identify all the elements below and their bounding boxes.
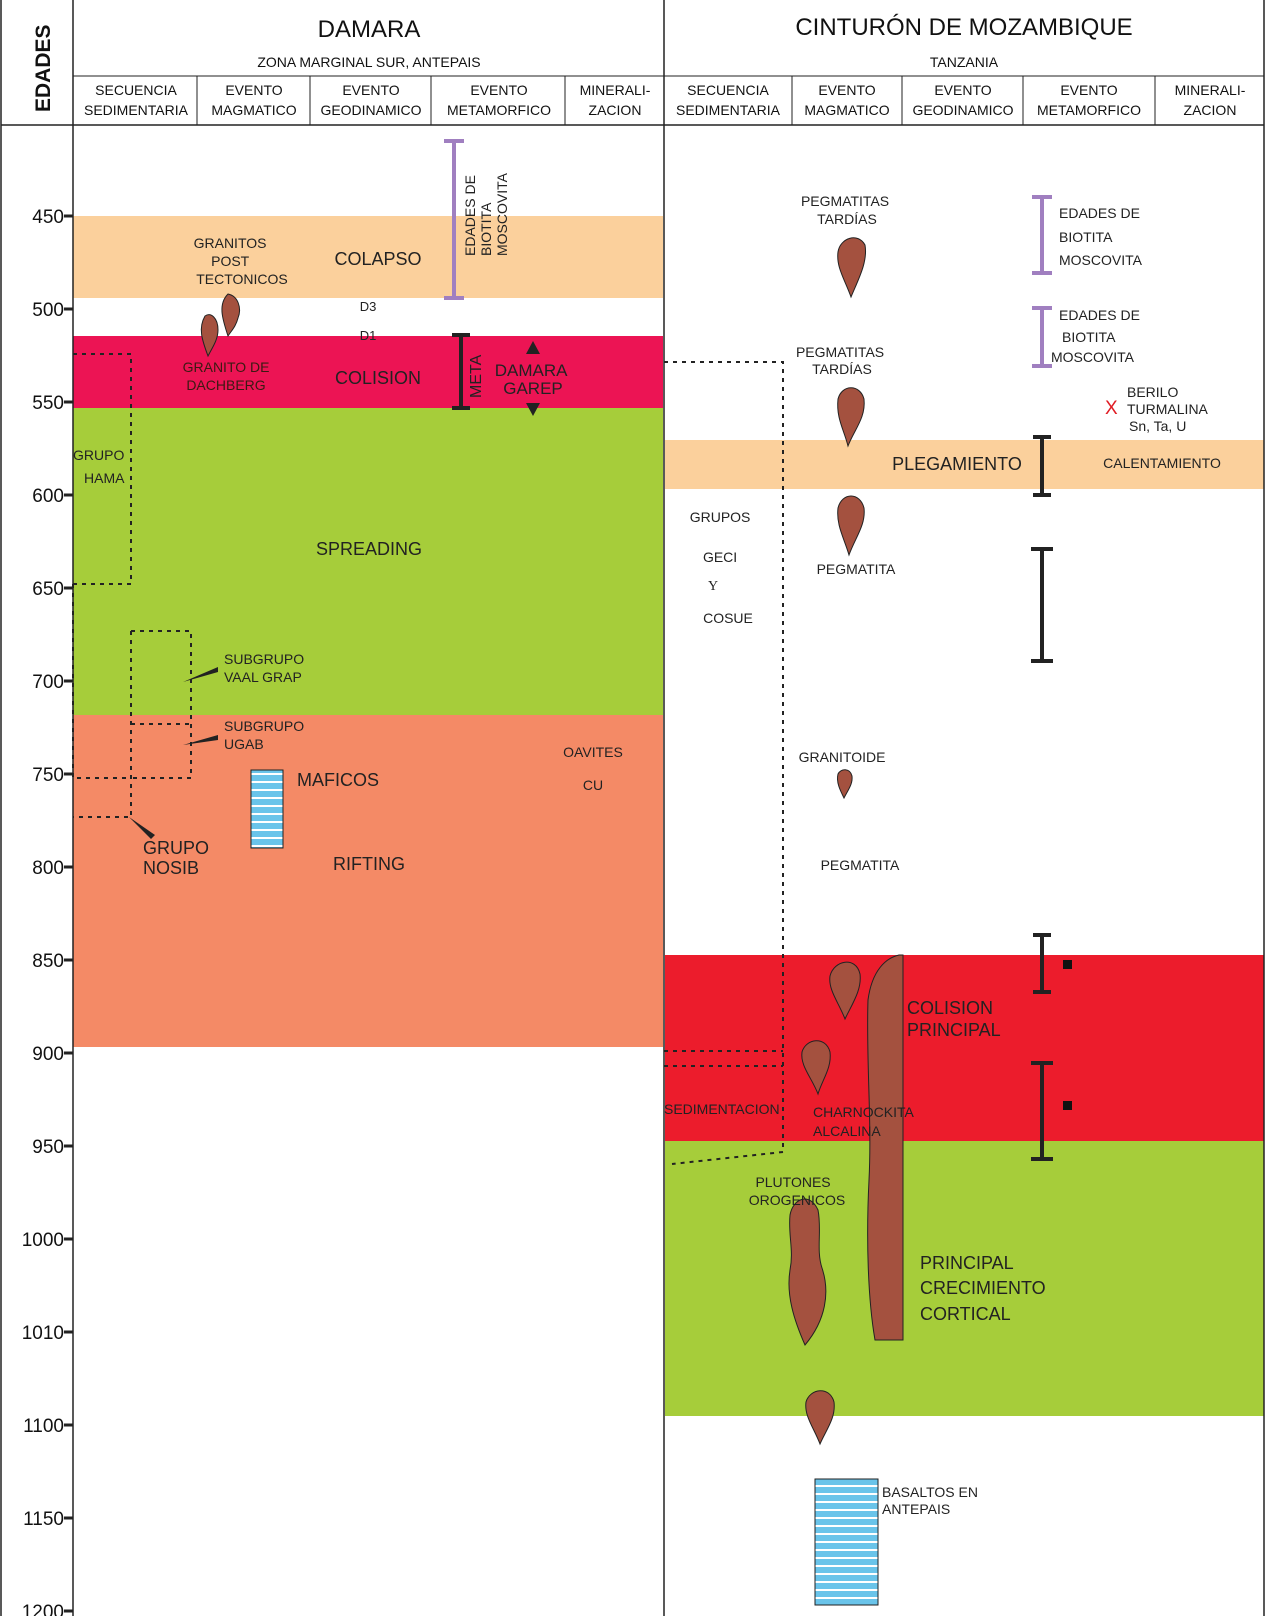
d1-label: D1 (360, 328, 377, 343)
damara-column-header: MINERALI-ZACION (580, 82, 651, 118)
axis-ticks: 450 500 550 600 650 700 750 800 850 900 950 1000 101… (22, 207, 73, 1616)
axis-tick-label: 850 (32, 951, 64, 972)
edades-biotita-label: EDADES DE BIOTITA MOSCOVITA (1051, 307, 1144, 365)
axis-tick-label: 500 (32, 300, 64, 321)
band-rifting-label: RIFTING (333, 854, 405, 874)
edades-biotita-label: EDADES DE BIOTITA MOSCOVITA (1059, 205, 1144, 268)
meta-label: META (468, 354, 485, 398)
oavites-label: OAVITES (563, 744, 623, 760)
square-marker (1063, 960, 1072, 969)
band-plegamiento-label: PLEGAMIENTO (892, 454, 1022, 474)
pegmatita-label: PEGMATITA (821, 857, 900, 873)
intrusion-droplet (838, 496, 865, 555)
band-colision-label: COLISION (335, 368, 421, 388)
pegmatitas-tardias-label: PEGMATITAS TARDÍAS (801, 193, 893, 227)
grupos-label: GRUPOS GECI Y COSUE (690, 509, 755, 626)
calentamiento-label: CALENTAMIENTO (1103, 455, 1221, 471)
axis-tick-label: 1000 (22, 1230, 64, 1251)
axis-title: EDADES (32, 24, 55, 112)
intrusion-droplet (806, 1391, 835, 1444)
basaltos-hatched-box (815, 1479, 878, 1605)
damara-subtitle: ZONA MARGINAL SUR, ANTEPAIS (257, 54, 480, 70)
axis-tick-label: 900 (32, 1044, 64, 1065)
maficos-label: MAFICOS (297, 770, 379, 790)
sedimentacion-label: SEDIMENTACION (664, 1101, 780, 1117)
damara-garep-label: DAMARA GAREP (495, 361, 572, 398)
band-spreading (73, 408, 663, 715)
band-spreading-label: SPREADING (316, 539, 422, 559)
edades-biotita-label: EDADES DE BIOTITA MOSCOVITA (462, 171, 510, 256)
berilo-label: BERILO TURMALINA Sn, Ta, U (1127, 384, 1211, 434)
axis-tick-label: 700 (32, 672, 64, 693)
axis-tick-label: 1150 (23, 1509, 64, 1530)
cu-label: CU (583, 777, 603, 793)
axis-tick-label: 750 (32, 765, 64, 786)
axis-tick-label: 1100 (23, 1416, 64, 1437)
basaltos-label: BASALTOS EN ANTEPAIS (882, 1484, 982, 1517)
square-marker (1063, 1101, 1072, 1110)
damara-title: DAMARA (318, 16, 421, 43)
axis-tick-label: 650 (32, 579, 64, 600)
maficos-hatched-box (251, 770, 283, 848)
mineral-x-icon: X (1105, 398, 1118, 419)
axis-tick-label: 950 (32, 1137, 64, 1158)
intrusion-droplet (837, 770, 852, 798)
intrusion-droplet (222, 294, 240, 336)
axis-tick-label: 550 (32, 393, 64, 414)
axis-tick-label: 600 (32, 486, 64, 507)
d3-label: D3 (360, 299, 377, 314)
axis-tick-label: 800 (32, 858, 64, 879)
pegmatitas-tardias-label: PEGMATITAS TARDÍAS (796, 344, 888, 377)
axis-tick-label: 1200 (22, 1602, 64, 1616)
intrusion-droplet (838, 238, 866, 297)
pegmatita-label: PEGMATITA (817, 561, 896, 577)
axis-tick-label: 1010 (22, 1323, 64, 1344)
axis-tick-label: 450 (32, 207, 64, 228)
charnockita-body (868, 955, 903, 1340)
mozambique-column-header: MINERALI-ZACION (1175, 82, 1246, 118)
intrusion-droplet (838, 388, 865, 446)
mozambique-title: CINTURÓN DE MOZAMBIQUE (795, 14, 1132, 41)
mozambique-subtitle: TANZANIA (930, 54, 999, 70)
granitoide-label: GRANITOIDE (799, 749, 886, 765)
band-colapso-label: COLAPSO (334, 249, 421, 269)
band-rifting (73, 715, 663, 1047)
